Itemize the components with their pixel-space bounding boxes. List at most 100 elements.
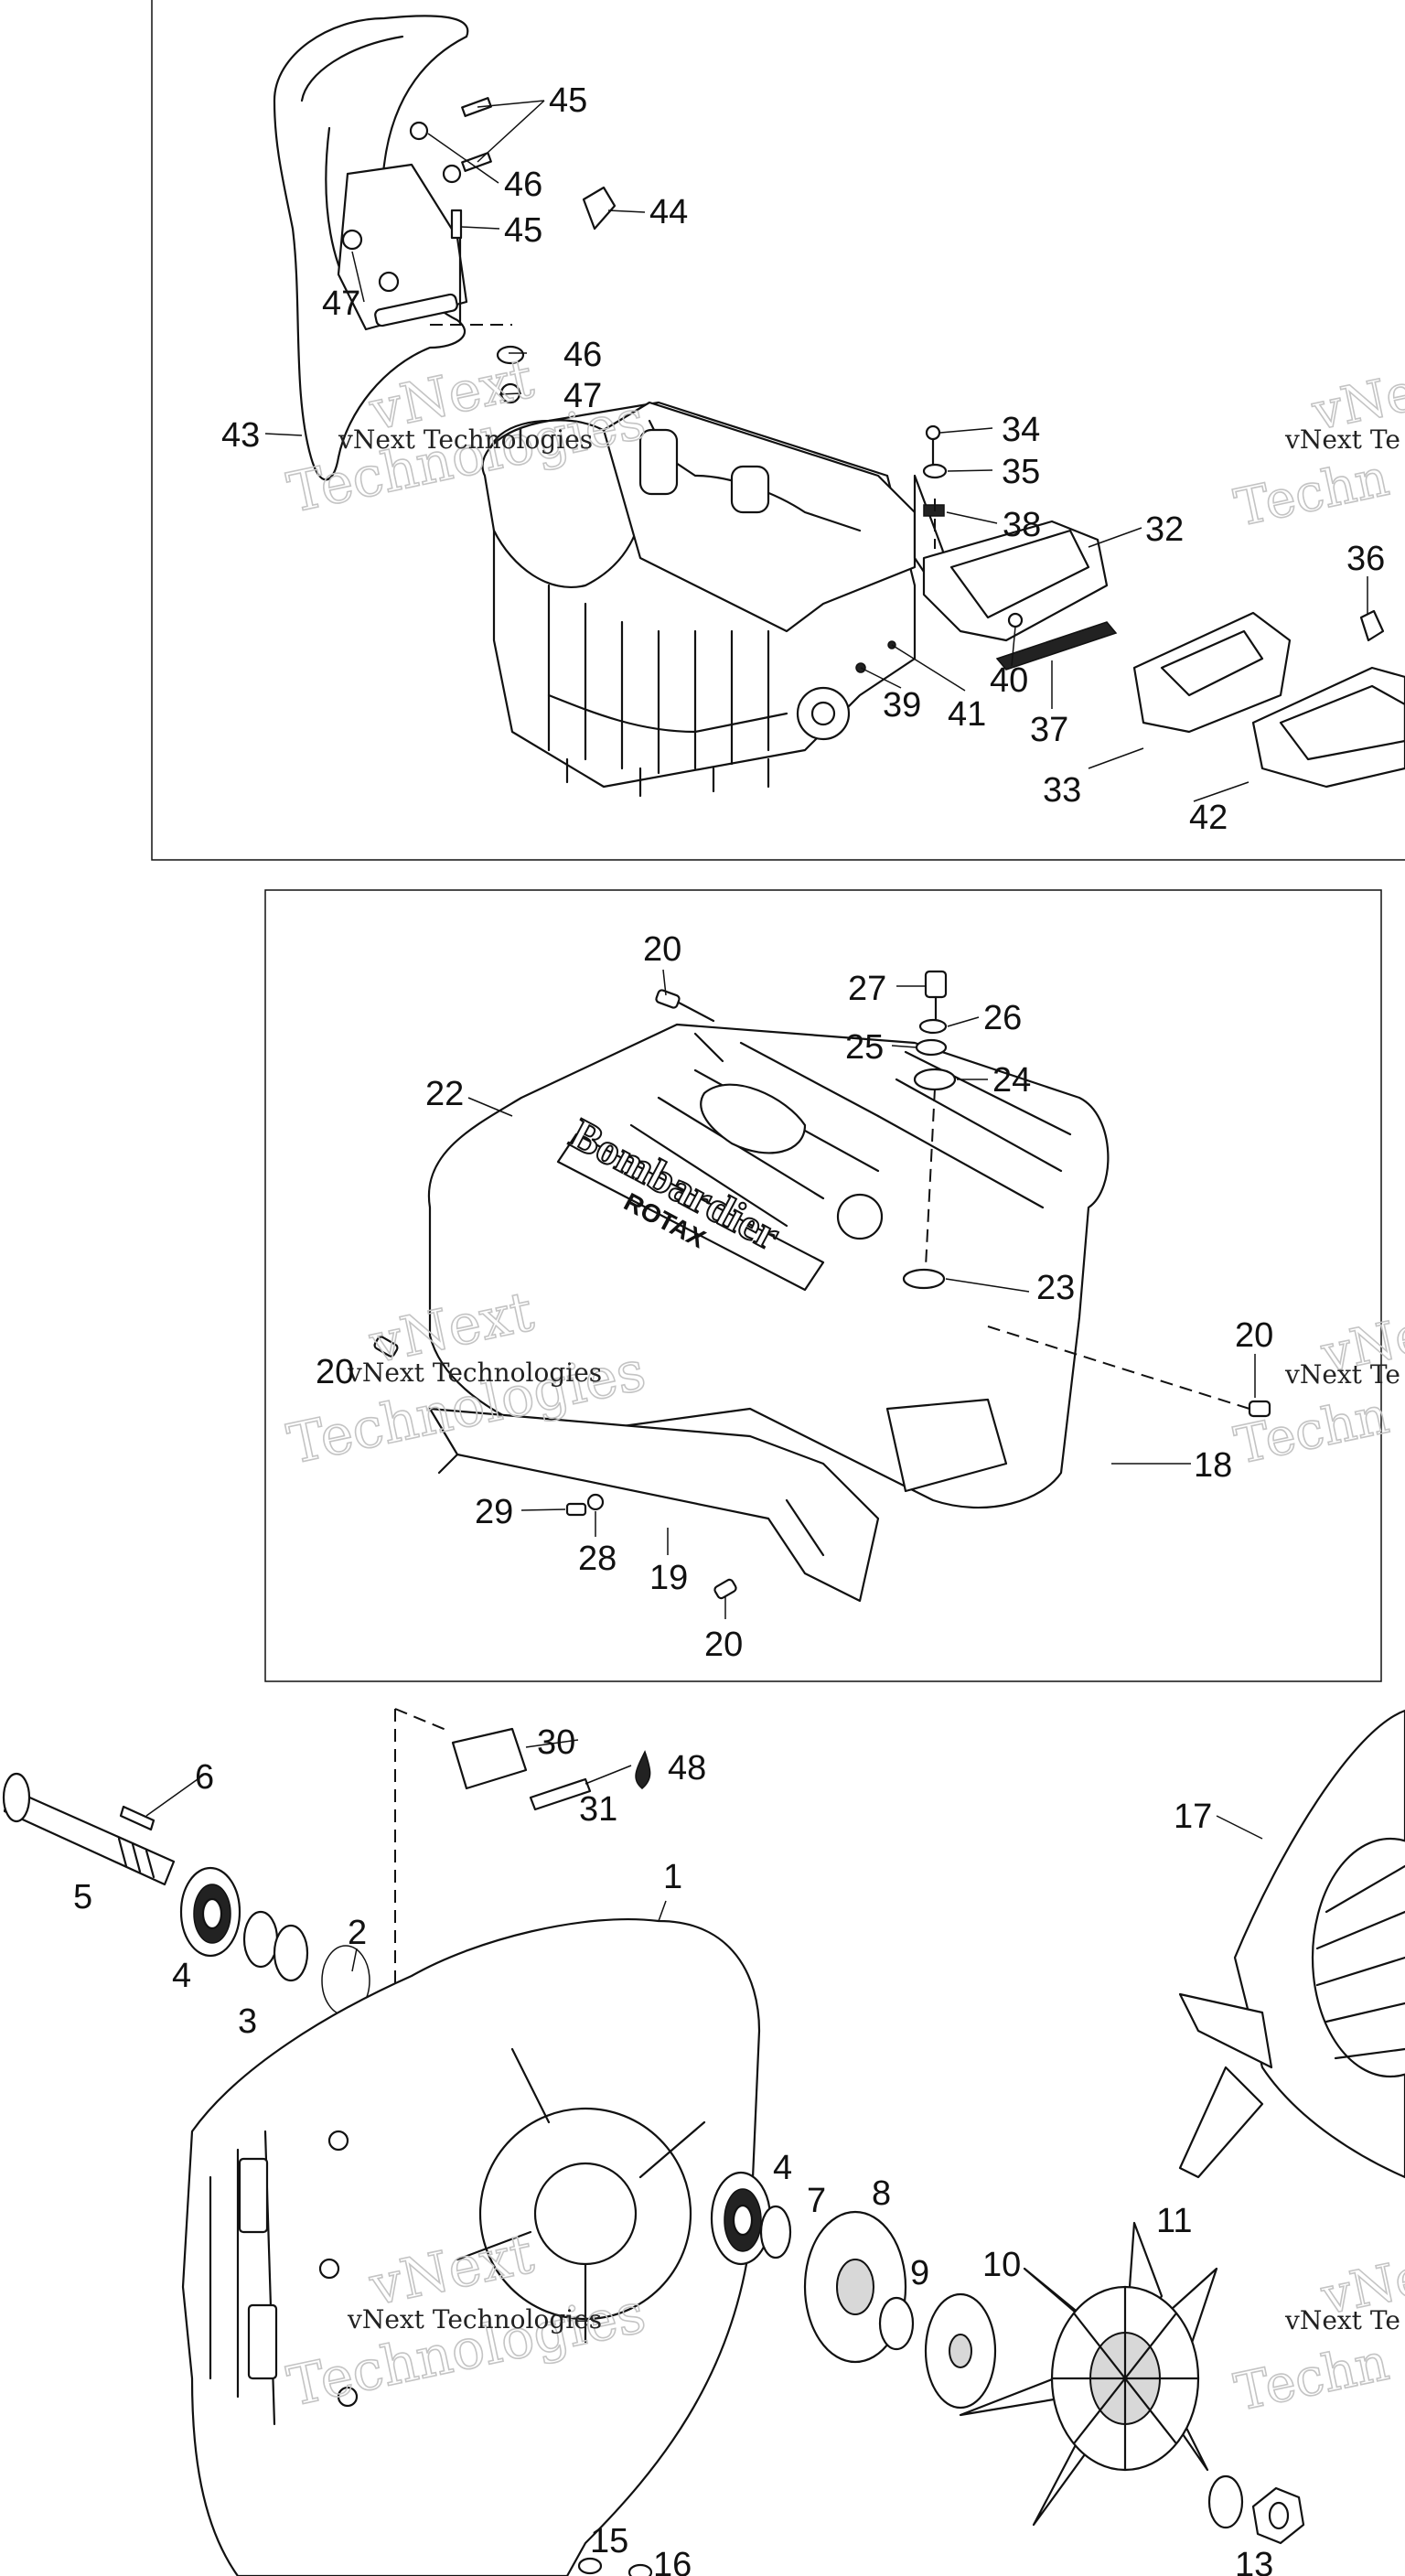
panel-frames bbox=[151, 0, 1405, 1682]
fan-housing-1 bbox=[181, 1917, 761, 2576]
screw-29 bbox=[565, 1502, 587, 1517]
drop-48 bbox=[635, 1750, 651, 1789]
label-31: 31 bbox=[579, 1790, 617, 1829]
grommet-23 bbox=[902, 1268, 946, 1290]
label-32: 32 bbox=[1145, 510, 1184, 549]
label-8: 8 bbox=[872, 2174, 891, 2213]
panel-top-frame bbox=[151, 0, 1405, 861]
watermark-line-3: vNext Technologies bbox=[347, 2304, 602, 2334]
duct-32 bbox=[922, 520, 1109, 642]
bottom-panel-illustration bbox=[2, 1708, 1405, 2576]
label-47-lower: 47 bbox=[563, 377, 602, 415]
label-29: 29 bbox=[475, 1493, 513, 1531]
label-15: 15 bbox=[590, 2522, 628, 2560]
label-34: 34 bbox=[1002, 411, 1040, 449]
duct-42 bbox=[1251, 666, 1405, 789]
washer-12 bbox=[1207, 2474, 1244, 2529]
clip-44 bbox=[582, 186, 617, 231]
watermark-line-1: vNext Technologies bbox=[338, 424, 593, 455]
screw-31 bbox=[529, 1777, 592, 1811]
screw-20-left bbox=[373, 1336, 399, 1358]
mount-plate bbox=[337, 163, 468, 331]
label-20-top: 20 bbox=[643, 930, 681, 969]
top-panel-illustration bbox=[273, 15, 1405, 798]
label-48: 48 bbox=[668, 1749, 706, 1787]
spacer-9 bbox=[878, 2296, 915, 2351]
label-27: 27 bbox=[848, 970, 886, 1008]
watermark-right-mid-2: vNext Te bbox=[1284, 1359, 1400, 1390]
label-39: 39 bbox=[883, 686, 921, 724]
label-9: 9 bbox=[910, 2254, 929, 2292]
label-41: 41 bbox=[948, 695, 986, 734]
label-19: 19 bbox=[649, 1559, 688, 1597]
shim-3a bbox=[242, 1910, 279, 1969]
watermark-right-mid-1: vNext Te bbox=[1284, 424, 1400, 455]
engine-assembly bbox=[481, 401, 917, 798]
screw-20-bottom bbox=[713, 1578, 737, 1600]
label-28: 28 bbox=[578, 1540, 617, 1578]
bolt-27 bbox=[924, 970, 948, 999]
washer-46 bbox=[409, 121, 429, 141]
washer-28 bbox=[586, 1493, 605, 1511]
label-5: 5 bbox=[73, 1878, 92, 1916]
label-10: 10 bbox=[982, 2246, 1021, 2284]
panel-middle-frame bbox=[264, 889, 1382, 1682]
watermark-line-2: vNext Technologies bbox=[347, 1358, 602, 1388]
grommet-24 bbox=[913, 1068, 957, 1091]
watermark-right-mid-3: vNext Te bbox=[1284, 2305, 1400, 2335]
washer-46-lower bbox=[496, 345, 525, 365]
clip-36 bbox=[1359, 609, 1385, 642]
label-46-top: 46 bbox=[504, 166, 542, 204]
label-17: 17 bbox=[1174, 1798, 1212, 1836]
label-18: 18 bbox=[1194, 1446, 1232, 1485]
label-46-lower: 46 bbox=[563, 336, 602, 374]
label-44: 44 bbox=[649, 193, 688, 231]
label-45-mid: 45 bbox=[504, 211, 542, 250]
label-23: 23 bbox=[1036, 1269, 1075, 1307]
label-30: 30 bbox=[537, 1723, 575, 1762]
label-26: 26 bbox=[983, 999, 1022, 1037]
label-22: 22 bbox=[425, 1075, 464, 1113]
middle-panel-illustration: Bombardier ROTAX bbox=[373, 970, 1271, 1603]
screw-20-top bbox=[655, 989, 681, 1009]
label-43: 43 bbox=[221, 416, 260, 455]
watermark-right-bottom-2: Techn bbox=[1229, 1386, 1393, 1476]
leader-lines bbox=[145, 100, 1368, 1972]
label-33: 33 bbox=[1043, 771, 1081, 810]
label-40: 40 bbox=[990, 661, 1028, 700]
label-47-left: 47 bbox=[322, 284, 360, 323]
washer-46-upper bbox=[442, 164, 462, 184]
label-20-right: 20 bbox=[1235, 1316, 1273, 1355]
label-7: 7 bbox=[807, 2182, 826, 2220]
rotax-badge bbox=[556, 1132, 825, 1292]
duct-33 bbox=[1132, 611, 1292, 734]
label-6: 6 bbox=[195, 1758, 214, 1797]
label-1: 1 bbox=[663, 1858, 682, 1896]
label-3: 3 bbox=[238, 2002, 257, 2041]
label-4-left: 4 bbox=[172, 1957, 191, 1995]
label-42: 42 bbox=[1189, 799, 1228, 837]
label-16: 16 bbox=[653, 2546, 692, 2576]
label-20-left: 20 bbox=[316, 1353, 354, 1391]
fan-11 bbox=[959, 2221, 1218, 2527]
part-labels: 45 46 44 45 47 46 47 43 34 35 38 32 36 4… bbox=[73, 81, 1385, 2576]
label-20-bottom: 20 bbox=[704, 1626, 743, 1664]
bearing-4-left bbox=[179, 1866, 241, 1958]
label-35: 35 bbox=[1002, 453, 1040, 491]
watermark-right-bottom-1: Techn bbox=[1229, 448, 1393, 539]
watermark-right-bottom-3: Techn bbox=[1229, 2333, 1393, 2423]
key-6 bbox=[119, 1805, 156, 1831]
bearing-4-right bbox=[710, 2171, 772, 2266]
gasket-37 bbox=[995, 621, 1118, 671]
label-13: 13 bbox=[1235, 2546, 1273, 2576]
washer-26 bbox=[918, 1018, 948, 1035]
label-24: 24 bbox=[992, 1061, 1031, 1100]
washer-25 bbox=[915, 1038, 948, 1057]
label-11: 11 bbox=[1156, 2202, 1192, 2240]
shim-7 bbox=[759, 2205, 792, 2259]
label-38: 38 bbox=[1003, 506, 1041, 544]
label-37: 37 bbox=[1030, 711, 1068, 749]
clip-30 bbox=[451, 1727, 528, 1790]
label-25: 25 bbox=[845, 1028, 884, 1067]
